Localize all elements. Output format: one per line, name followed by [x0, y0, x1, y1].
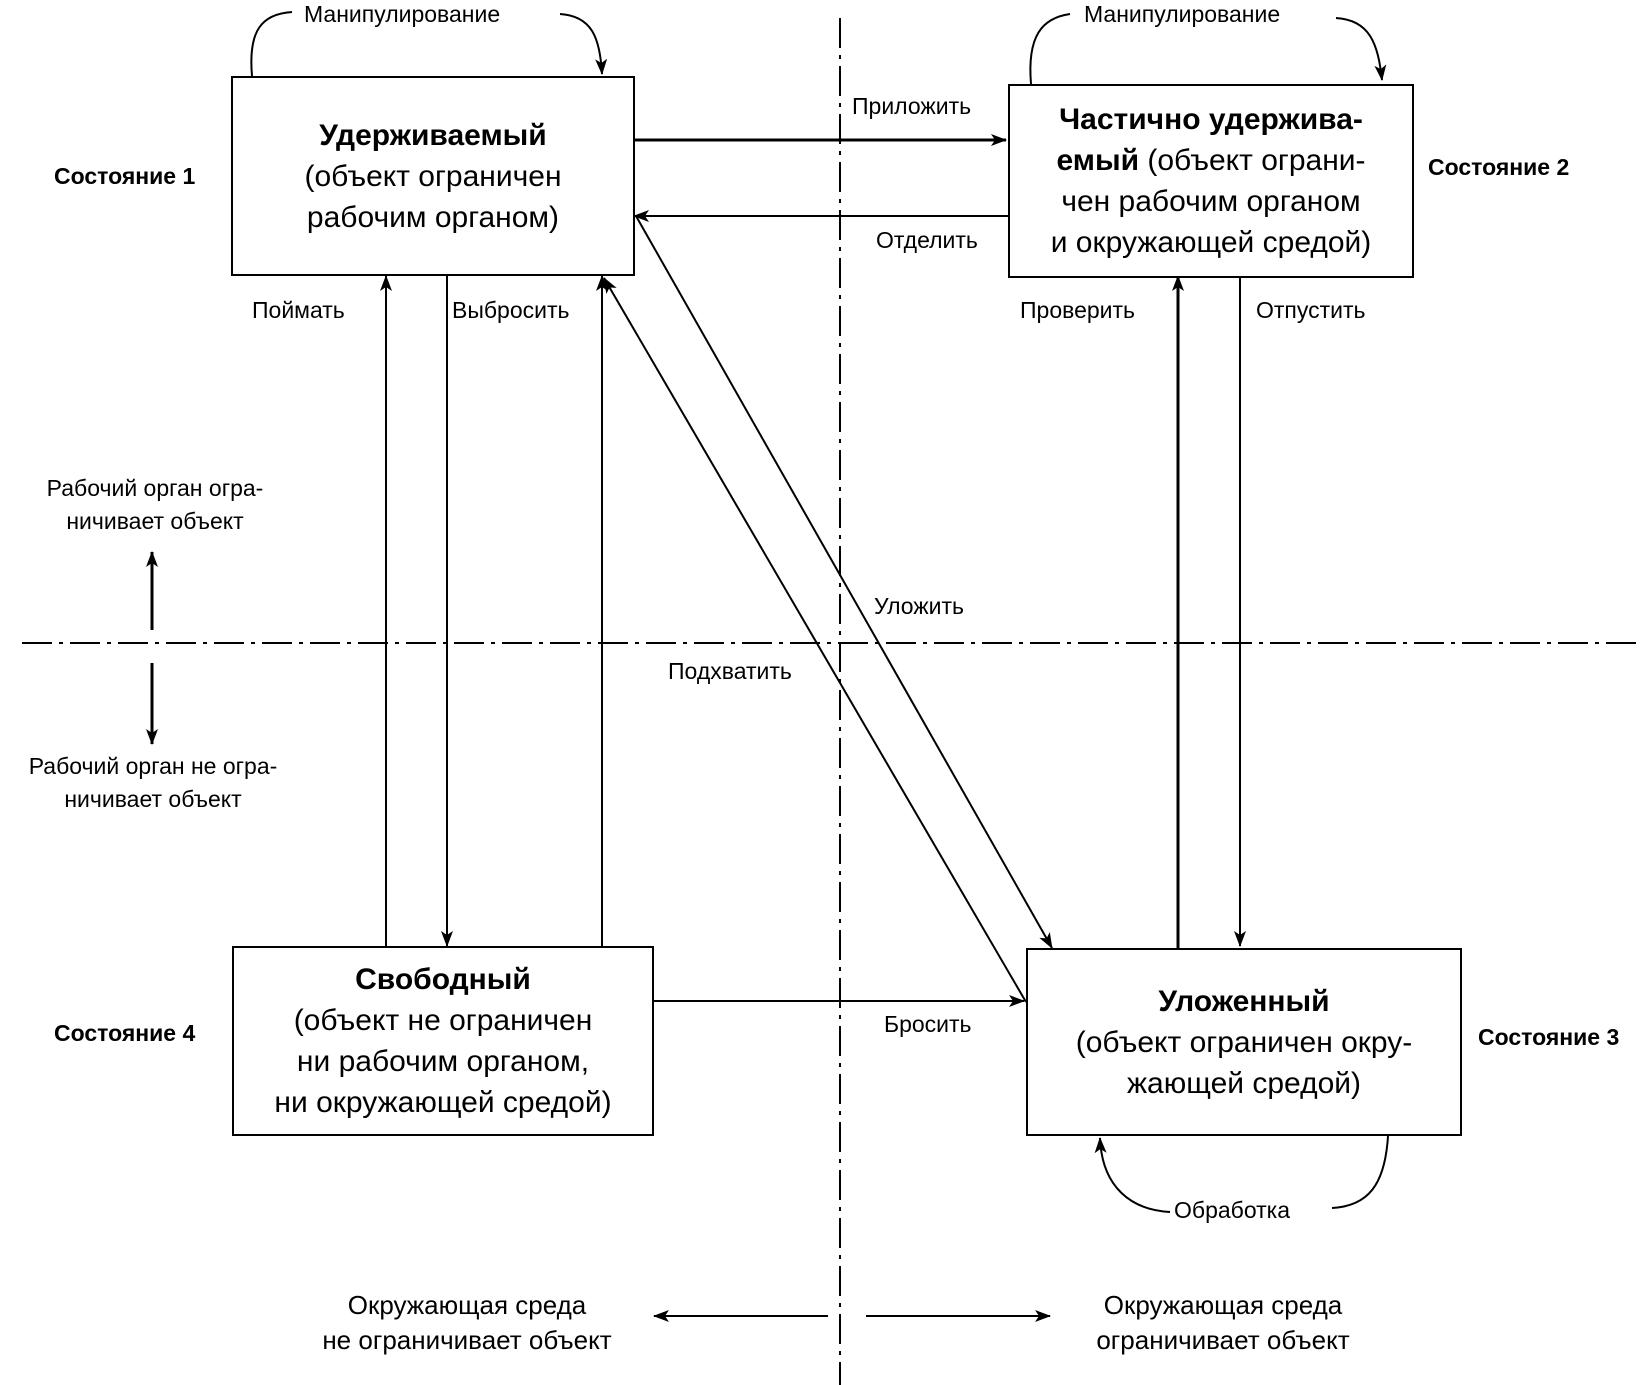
note-env-constrains: Окружающая среда ограничивает объект: [1058, 1288, 1388, 1358]
note-effector-constrains: Рабочий орган огра- ничивает объект: [10, 472, 300, 538]
label-processing: Обработка: [1174, 1197, 1290, 1223]
label-drop: Бросить: [884, 1011, 972, 1037]
label-separate: Отделить: [876, 227, 978, 253]
arrow-place: [635, 215, 1053, 949]
processing-loop-start: [1331, 1135, 1389, 1209]
label-release: Отпустить: [1256, 297, 1366, 323]
state-2-desc-first: (объект ограни-: [1139, 144, 1366, 177]
note-effector-constrains-line-2: ничивает объект: [66, 508, 244, 534]
label-manipulation-2: Манипулирование: [1084, 1, 1281, 27]
note-env-not-constrains: Окружающая среда не ограничивает объект: [290, 1288, 644, 1358]
state-4-desc-line-2: ни рабочим органом,: [296, 1045, 590, 1078]
state-4-desc-line-3: ни окружающей средой): [274, 1086, 612, 1119]
manipulation-loop-1-end: [559, 13, 608, 75]
label-place: Уложить: [874, 593, 965, 619]
state-2-desc-line-1: чен рабочим органом: [1061, 185, 1361, 218]
note-effector-not-constrains-line-2: ничивает объект: [64, 786, 242, 812]
label-catch: Поймать: [252, 297, 345, 323]
state-3-desc-line-2: жающей средой): [1126, 1066, 1362, 1100]
label-apply: Приложить: [852, 93, 972, 119]
state-1-label: Состояние 1: [54, 163, 196, 189]
state-2-title-line-1: Частично удержива-: [1059, 103, 1363, 136]
label-manipulation-1: Манипулирование: [304, 1, 501, 27]
state-4-label: Состояние 4: [54, 1020, 196, 1046]
note-effector-not-constrains-line-1: Рабочий орган не огра-: [28, 753, 278, 779]
state-4-title: Свободный: [355, 963, 531, 996]
note-effector-not-constrains: Рабочий орган не огра- ничивает объект: [0, 750, 306, 816]
state-2-title-line-2: емый: [1056, 144, 1140, 177]
state-2-label: Состояние 2: [1428, 154, 1570, 180]
arrow-pickup-diagonal: [603, 277, 1027, 1003]
state-1-box: Удерживаемый (объект ограничен рабочим о…: [231, 76, 635, 276]
label-throw: Выбросить: [452, 297, 570, 323]
note-env-not-constrains-line-1: Окружающая среда: [347, 1290, 587, 1320]
note-effector-constrains-line-1: Рабочий орган огра-: [46, 475, 264, 501]
state-1-desc-line-2: рабочим органом): [306, 200, 560, 234]
state-2-box: Частично удержива- емый (объект ограни- …: [1008, 84, 1414, 278]
state-1-title: Удерживаемый: [319, 118, 547, 152]
processing-loop-end: [1094, 1137, 1171, 1213]
state-4-box: Свободный (объект не ограничен ни рабочи…: [232, 946, 654, 1136]
state-4-desc-line-1: (объект не ограничен: [293, 1004, 593, 1037]
manipulation-loop-2: [1029, 13, 1071, 85]
note-env-constrains-line-2: ограничивает объект: [1096, 1325, 1350, 1355]
state-1-desc-line-1: (объект ограничен: [304, 159, 562, 193]
manipulation-loop-1: [250, 11, 293, 77]
state-3-desc-line-1: (объект ограничен окру-: [1075, 1025, 1413, 1059]
state-3-label: Состояние 3: [1478, 1024, 1620, 1050]
state-2-desc-line-2: и окружающей средой): [1050, 226, 1372, 259]
label-pickup: Подхватить: [668, 658, 792, 684]
state-3-title: Уложенный: [1158, 984, 1330, 1018]
state-3-box: Уложенный (объект ограничен окру- жающей…: [1026, 948, 1462, 1136]
label-check: Проверить: [1020, 297, 1136, 323]
note-env-constrains-line-1: Окружающая среда: [1103, 1290, 1343, 1320]
manipulation-loop-2-end: [1335, 17, 1387, 81]
note-env-not-constrains-line-2: не ограничивает объект: [322, 1325, 612, 1355]
